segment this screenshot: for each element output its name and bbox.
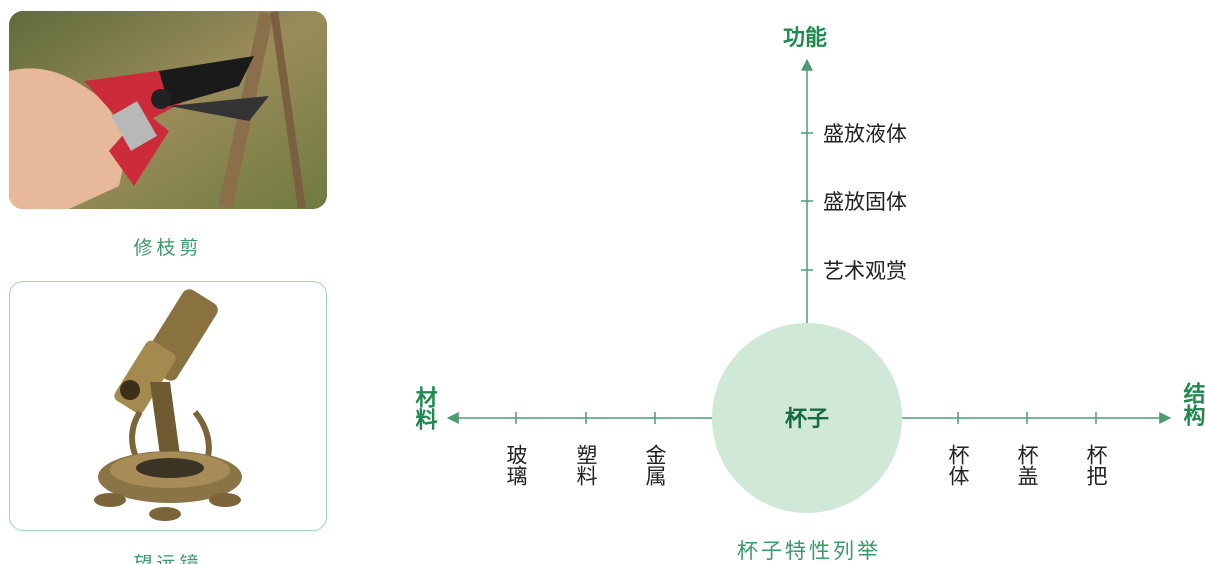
axis-title-material: 材料 xyxy=(412,386,438,430)
cup-feature-diagram: 杯子 功能 材料 结构 盛放液体 盛放固体 艺术观赏 金属 塑料 玻璃 杯体 杯… xyxy=(412,25,1205,563)
function-item-art: 艺术观赏 xyxy=(823,259,907,283)
structure-item-lid: 杯盖 xyxy=(1015,444,1039,486)
function-item-liquid: 盛放液体 xyxy=(823,122,907,146)
structure-item-handle: 杯把 xyxy=(1084,444,1108,486)
telescope-caption: 望远镜 xyxy=(133,553,203,564)
material-item-plastic: 塑料 xyxy=(574,444,598,486)
center-circle xyxy=(712,323,902,513)
telescope-photo xyxy=(9,281,327,531)
function-item-solid: 盛放固体 xyxy=(823,190,907,214)
pruning-shears-photo xyxy=(9,11,327,209)
structure-item-body: 杯体 xyxy=(946,444,970,486)
diagram-caption: 杯子特性列举 xyxy=(737,539,881,563)
material-item-glass: 玻璃 xyxy=(504,444,528,486)
axis-title-structure: 结构 xyxy=(1180,381,1205,427)
axis-title-function: 功能 xyxy=(783,25,827,51)
pruning-shears-caption: 修枝剪 xyxy=(133,237,203,259)
material-item-metal: 金属 xyxy=(643,444,667,487)
center-label: 杯子 xyxy=(785,407,829,432)
